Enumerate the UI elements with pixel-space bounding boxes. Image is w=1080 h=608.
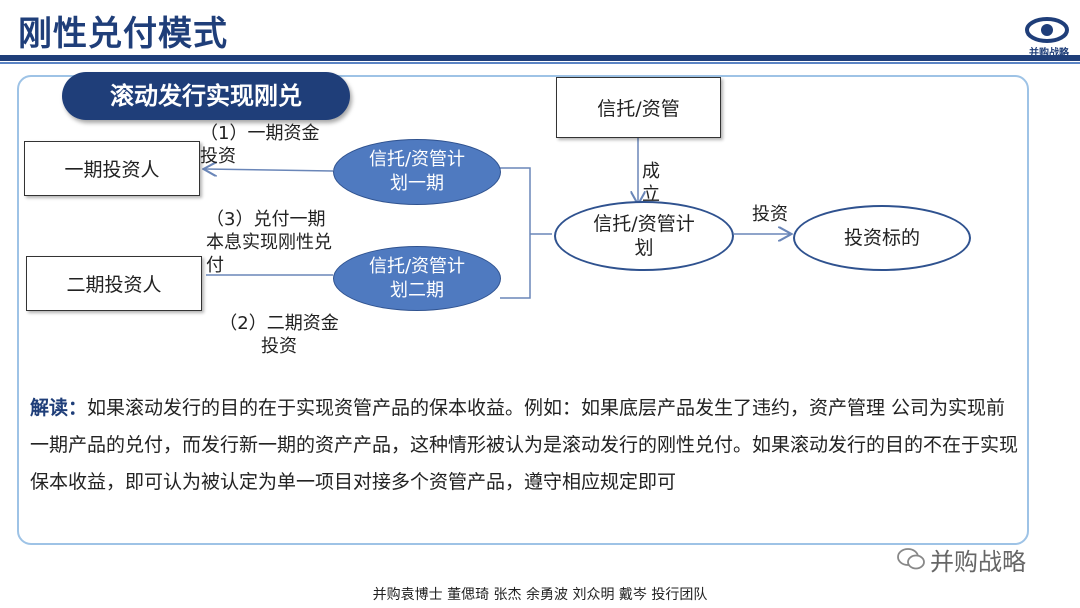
footer-credits: 并购袁博士 董偲琦 张杰 余勇波 刘众明 戴岑 投行团队 (372, 587, 708, 603)
investor-1-box: 一期投资人 (24, 141, 200, 196)
wechat-icon (897, 548, 925, 570)
edge-2-label: （2）二期资金投资 (219, 313, 339, 357)
section-pill: 滚动发行实现刚兑 (62, 72, 350, 120)
edge-establish-label: 成立 (642, 161, 660, 205)
investor-2-box: 二期投资人 (26, 256, 202, 311)
page-title: 刚性兑付模式 (18, 14, 228, 54)
trust-manager-box: 信托/资管 (556, 77, 721, 138)
interpretation-text: 如果滚动发行的目的在于实现资管产品的保本收益。例如：如果底层产品发生了违约，资产… (30, 397, 1019, 493)
logo-text: 并购战略 (1029, 48, 1069, 59)
edge-bracket (500, 167, 531, 299)
target-ellipse: 投资标的 (793, 205, 971, 271)
title-divider (0, 55, 1080, 61)
plan-main-ellipse: 信托/资管计划 (554, 201, 734, 271)
content-frame (17, 75, 1029, 545)
edge-3-label: （3）兑付一期本息实现刚性兑付 (206, 209, 332, 276)
interpretation-label: 解读： (30, 397, 88, 419)
watermark-text: 并购战略 (930, 548, 1026, 576)
plan-1-ellipse: 信托/资管计划一期 (333, 139, 501, 205)
interpretation: 解读：如果滚动发行的目的在于实现资管产品的保本收益。例如：如果底层产品发生了违约… (30, 390, 1020, 501)
eye-icon (1025, 17, 1069, 43)
edge-plan1-to-investor1 (205, 169, 334, 171)
edge-invest-label: 投资 (752, 204, 788, 225)
title-divider-thin (0, 62, 1080, 64)
edge-1-label: （1）一期资金投资 (200, 123, 320, 167)
plan-2-ellipse: 信托/资管计划二期 (333, 246, 501, 311)
